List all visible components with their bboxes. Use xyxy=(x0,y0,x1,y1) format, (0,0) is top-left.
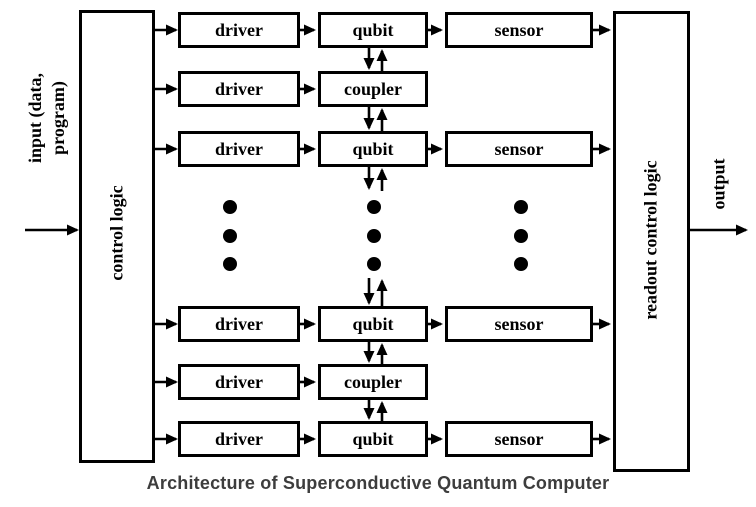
output-label: output xyxy=(708,158,729,210)
diagram-caption: Architecture of Superconductive Quantum … xyxy=(146,473,610,493)
readout-control-logic-label: readout control logic xyxy=(640,160,661,320)
qubit-label: qubit xyxy=(352,313,394,334)
coupler-label: coupler xyxy=(344,78,402,99)
ellipsis-qubit-column xyxy=(367,200,381,271)
sensor-label: sensor xyxy=(494,313,544,334)
sensor-label: sensor xyxy=(494,19,544,40)
input-label: input (data, program) xyxy=(24,73,70,163)
driver-box: driver xyxy=(178,421,300,457)
control-logic-box xyxy=(79,10,155,463)
sensor-box: sensor xyxy=(445,421,593,457)
coupler-label: coupler xyxy=(344,371,402,392)
driver-label: driver xyxy=(215,371,263,392)
sensor-label: sensor xyxy=(494,428,544,449)
driver-label: driver xyxy=(215,19,263,40)
input-label-line2: program) xyxy=(48,81,68,155)
coupler-box: coupler xyxy=(318,364,428,400)
qubit-box: qubit xyxy=(318,131,428,167)
driver-box: driver xyxy=(178,131,300,167)
driver-label: driver xyxy=(215,138,263,159)
qubit-label: qubit xyxy=(352,428,394,449)
sensor-label: sensor xyxy=(494,138,544,159)
qubit-label: qubit xyxy=(352,138,394,159)
coupler-box: coupler xyxy=(318,71,428,107)
driver-box: driver xyxy=(178,364,300,400)
control-logic-label: control logic xyxy=(106,185,127,281)
qubit-box: qubit xyxy=(318,12,428,48)
ellipsis-driver-column xyxy=(223,200,237,271)
horizontal-flow-arrows xyxy=(25,24,748,445)
driver-box: driver xyxy=(178,306,300,342)
readout-control-logic-box xyxy=(613,11,690,472)
qubit-box: qubit xyxy=(318,306,428,342)
driver-label: driver xyxy=(215,313,263,334)
sensor-box: sensor xyxy=(445,131,593,167)
driver-box: driver xyxy=(178,12,300,48)
sensor-box: sensor xyxy=(445,306,593,342)
driver-label: driver xyxy=(215,428,263,449)
driver-label: driver xyxy=(215,78,263,99)
qubit-box: qubit xyxy=(318,421,428,457)
ellipsis-sensor-column xyxy=(514,200,528,271)
vertical-ellipsis-dots xyxy=(223,200,528,271)
driver-box: driver xyxy=(178,71,300,107)
sensor-box: sensor xyxy=(445,12,593,48)
input-label-line1: input (data, xyxy=(25,72,45,164)
qubit-label: qubit xyxy=(352,19,394,40)
qubit-coupler-bidirectional-arrows xyxy=(363,48,388,421)
